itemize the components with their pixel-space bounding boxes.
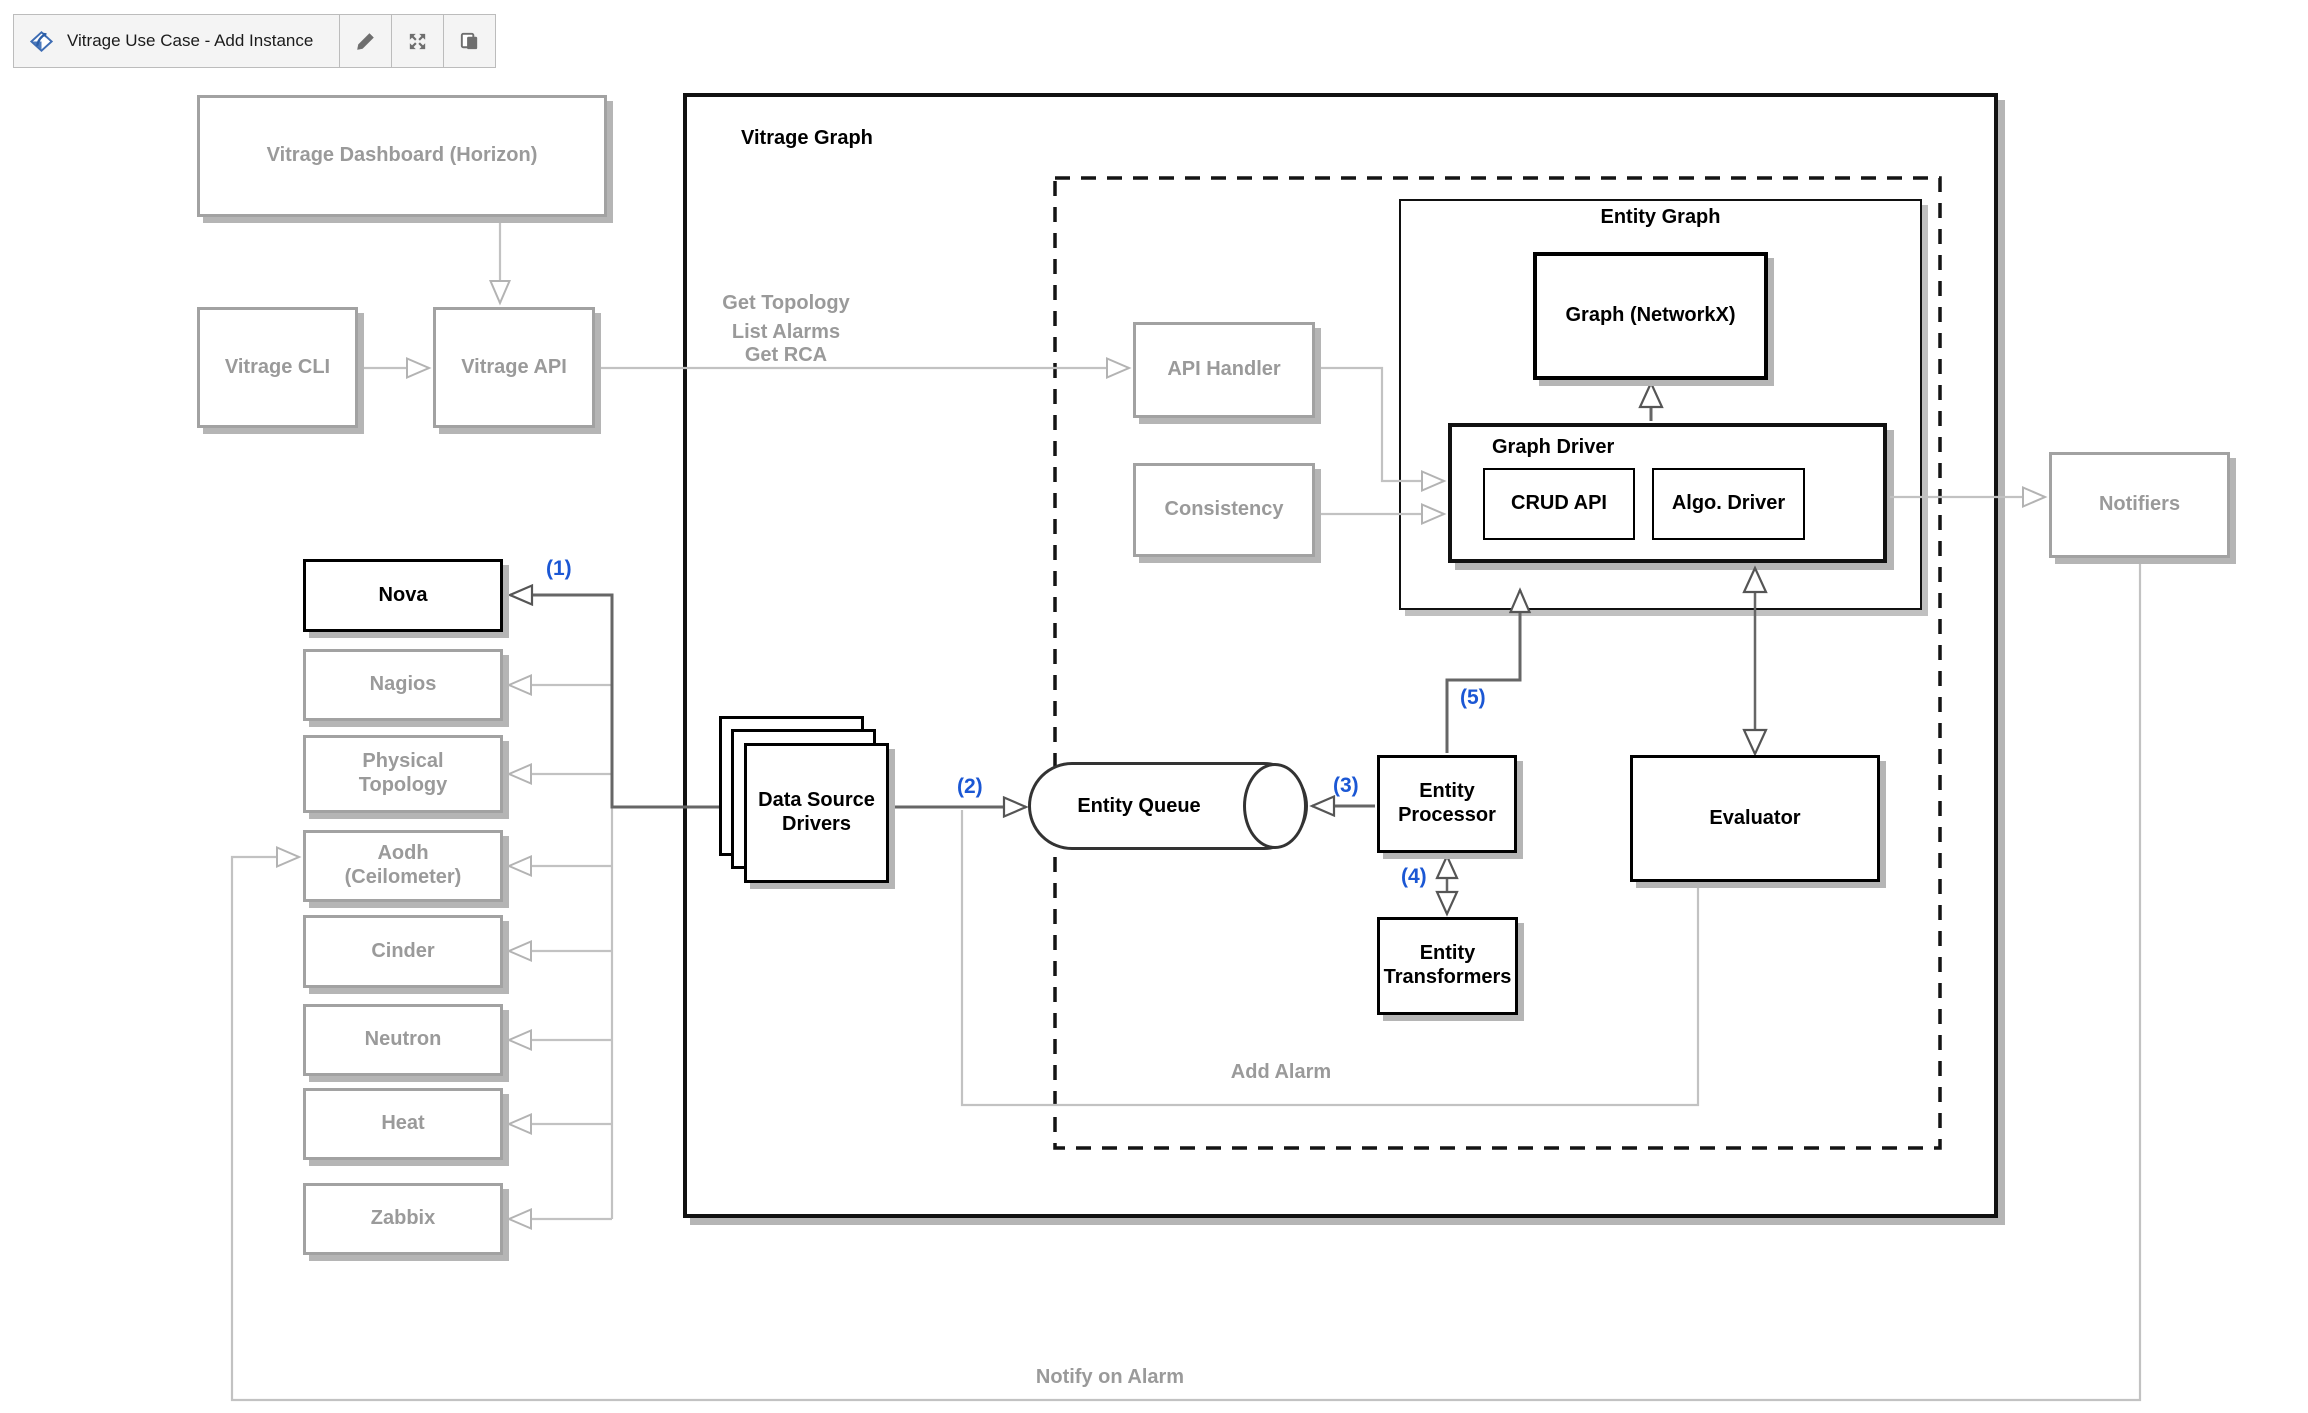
copy-button[interactable] [443, 15, 495, 67]
toolbar-title-area: Vitrage Use Case - Add Instance [14, 15, 339, 67]
node-label: Aodh (Ceilometer) [344, 842, 462, 888]
node-label: Entity Queue [1077, 794, 1201, 817]
node-label: Consistency [1164, 498, 1284, 521]
entity-graph-title: Entity Graph [1600, 206, 1721, 228]
node-vitrage-dashboard: Vitrage Dashboard (Horizon) [197, 95, 607, 217]
vitrage-graph-container [683, 93, 1998, 1218]
flow-label-notify-on-alarm: Notify on Alarm [1035, 1366, 1185, 1388]
node-cinder: Cinder [303, 915, 503, 988]
vitrage-graph-title: Vitrage Graph [741, 127, 873, 149]
node-algo-driver: Algo. Driver [1652, 468, 1805, 540]
copy-icon [458, 30, 481, 53]
node-label: Notifiers [2098, 493, 2181, 516]
node-neutron: Neutron [303, 1004, 503, 1076]
step-label-3: (3) [1333, 774, 1359, 797]
step-label-5: (5) [1460, 686, 1486, 709]
node-label: Nagios [369, 673, 437, 696]
node-label: CRUD API [1511, 492, 1607, 515]
node-label: Evaluator [1709, 806, 1801, 829]
node-entity-queue: Entity Queue [1028, 762, 1308, 850]
node-label: Graph (NetworkX) [1565, 304, 1736, 327]
node-label: Heat [381, 1112, 425, 1135]
node-aodh: Aodh (Ceilometer) [303, 830, 503, 902]
node-label: API Handler [1167, 358, 1281, 381]
node-label: Entity Processor [1398, 780, 1496, 826]
node-vitrage-api: Vitrage API [433, 307, 595, 428]
node-evaluator: Evaluator [1630, 755, 1880, 882]
step-label-2: (2) [957, 775, 983, 798]
node-label: Entity Transformers [1383, 942, 1512, 988]
step-label-4: (4) [1401, 865, 1427, 888]
graph-driver-title: Graph Driver [1492, 436, 1615, 458]
node-heat: Heat [303, 1088, 503, 1160]
node-nagios: Nagios [303, 649, 503, 721]
diagram-toolbar: Vitrage Use Case - Add Instance [13, 14, 497, 68]
pencil-icon [354, 30, 377, 53]
node-api-handler: API Handler [1133, 322, 1315, 418]
vitrage-diagram-logo-icon [28, 28, 55, 55]
node-label: Vitrage Dashboard (Horizon) [266, 144, 538, 167]
node-vitrage-cli: Vitrage CLI [197, 307, 358, 428]
diagram-title: Vitrage Use Case - Add Instance [67, 31, 314, 50]
node-label: Vitrage CLI [224, 355, 331, 378]
node-label: Nova [378, 583, 428, 606]
node-label: Data Source Drivers [758, 789, 875, 835]
node-physical-topology: Physical Topology [303, 735, 503, 813]
node-label: Cinder [371, 939, 435, 962]
step-label-1: (1) [546, 557, 572, 580]
node-label: Physical Topology [358, 750, 448, 796]
expand-icon [406, 30, 429, 53]
node-data-source-drivers: Data Source Drivers [744, 743, 889, 883]
flow-label-get-topology: Get Topology [722, 292, 850, 314]
node-entity-transformers: Entity Transformers [1377, 917, 1518, 1015]
fullscreen-button[interactable] [391, 15, 443, 67]
flow-label-list-alarms: List Alarms [731, 321, 841, 343]
node-nova: Nova [303, 559, 503, 632]
node-label: Neutron [364, 1028, 442, 1051]
node-label: Algo. Driver [1671, 492, 1786, 515]
node-zabbix: Zabbix [303, 1183, 503, 1255]
edit-button[interactable] [339, 15, 391, 67]
flow-label-get-rca: Get RCA [744, 344, 828, 366]
node-graph-networkx: Graph (NetworkX) [1533, 252, 1768, 380]
flow-label-add-alarm: Add Alarm [1230, 1061, 1332, 1083]
node-crud-api: CRUD API [1483, 468, 1635, 540]
node-consistency: Consistency [1133, 463, 1315, 557]
node-label: Vitrage API [461, 355, 567, 378]
node-notifiers: Notifiers [2049, 452, 2230, 558]
node-entity-processor: Entity Processor [1377, 755, 1517, 853]
node-label: Zabbix [370, 1207, 436, 1230]
